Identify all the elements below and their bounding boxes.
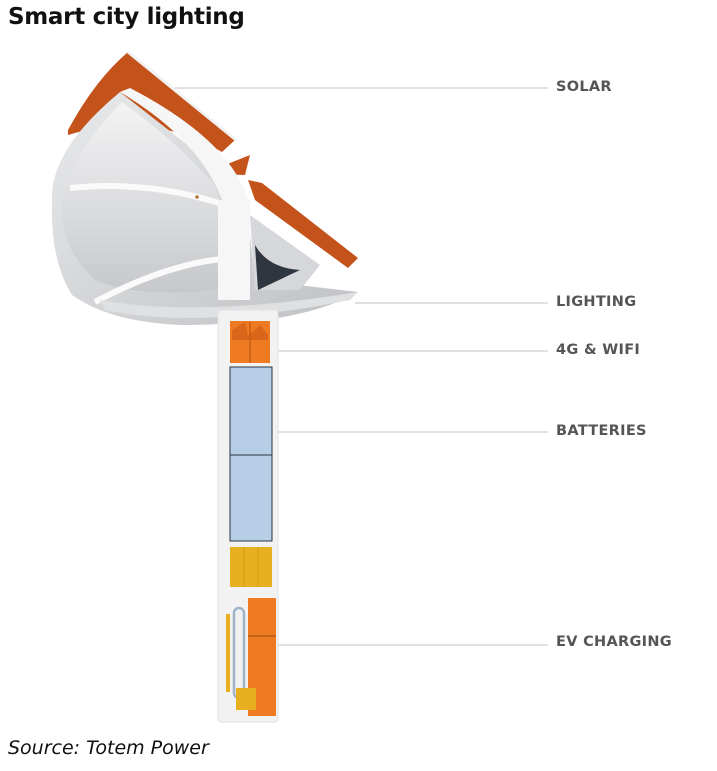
source-caption: Source: Totem Power [8, 737, 209, 759]
callout-4g-wifi: 4G & WIFI [556, 342, 641, 358]
pole [217, 309, 279, 723]
callout-lighting: LIGHTING [556, 294, 637, 310]
callout-solar: SOLAR [556, 79, 612, 95]
ev-charger [226, 598, 276, 716]
power-electronics [230, 547, 272, 587]
comm-module [230, 321, 270, 363]
diagram-title: Smart city lighting [8, 4, 245, 30]
callout-batteries: BATTERIES [556, 423, 647, 439]
callout-ev-charging: EV CHARGING [556, 634, 672, 650]
battery-pack [229, 366, 273, 542]
lamp-head [51, 88, 358, 325]
leader-lines [175, 87, 548, 646]
